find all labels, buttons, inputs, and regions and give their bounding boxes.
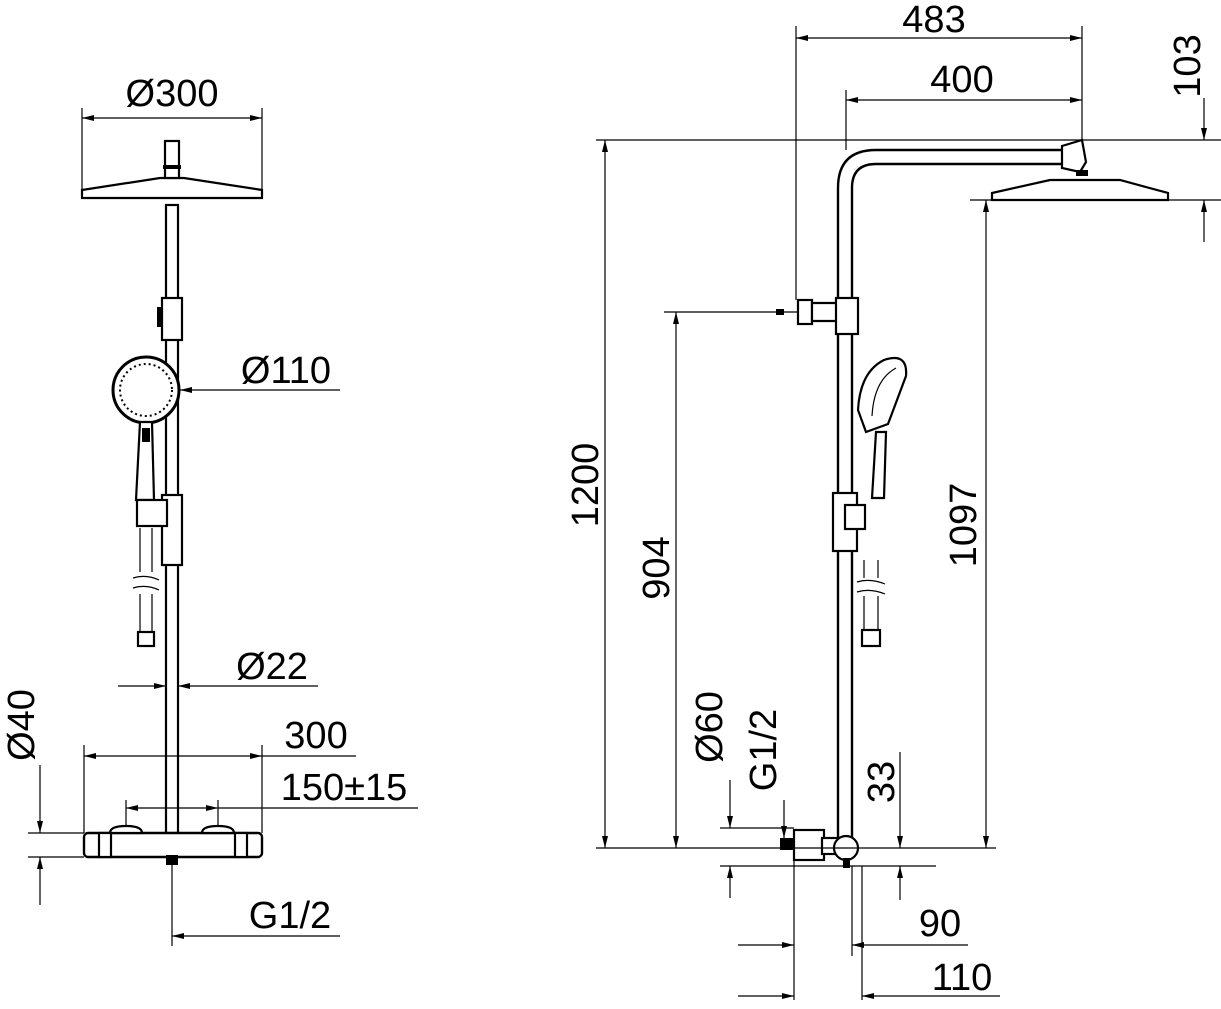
dim-head-diameter: Ø300 — [126, 73, 219, 115]
dim-bracket-height: 904 — [636, 536, 678, 599]
front-upper-holder — [160, 296, 184, 342]
dim-rail-diameter: Ø22 — [236, 646, 308, 688]
front-head-connector — [163, 139, 181, 180]
front-hand-shower — [111, 355, 181, 425]
side-wall-bracket — [796, 298, 814, 326]
dim-outlet-thread: G1/2 — [249, 895, 331, 937]
dim-width: 300 — [284, 715, 347, 757]
dim-total-height: 1200 — [565, 443, 607, 528]
dim-depth-total: 110 — [932, 957, 993, 999]
dim-depth-body: 90 — [919, 903, 961, 945]
side-head-shower — [990, 178, 1170, 202]
side-column-arm — [836, 148, 1062, 848]
side-hand-shower — [856, 356, 908, 434]
dim-head-height: 103 — [1167, 34, 1209, 97]
dim-hand-shower-diameter: Ø110 — [241, 350, 331, 392]
dim-arm-length: 400 — [930, 59, 993, 101]
side-view: 483 400 103 1200 904 1097 Ø60 G1/2 33 — [565, 0, 1221, 1000]
dim-outlet-offset: 33 — [861, 761, 903, 803]
dim-arm-projection: 483 — [902, 0, 965, 41]
front-view: Ø300 Ø110 Ø22 300 150±15 G1/2 Ø40 — [1, 73, 418, 946]
dim-inlet-spacing: 150±15 — [281, 767, 408, 809]
dim-body-diameter: Ø40 — [1, 689, 43, 761]
dim-head-clearance: 1097 — [943, 483, 985, 568]
side-mixer — [792, 828, 826, 862]
front-head-shower — [80, 176, 264, 200]
dim-flange-diameter: Ø60 — [689, 691, 731, 763]
dim-inlet-thread: G1/2 — [743, 709, 785, 791]
